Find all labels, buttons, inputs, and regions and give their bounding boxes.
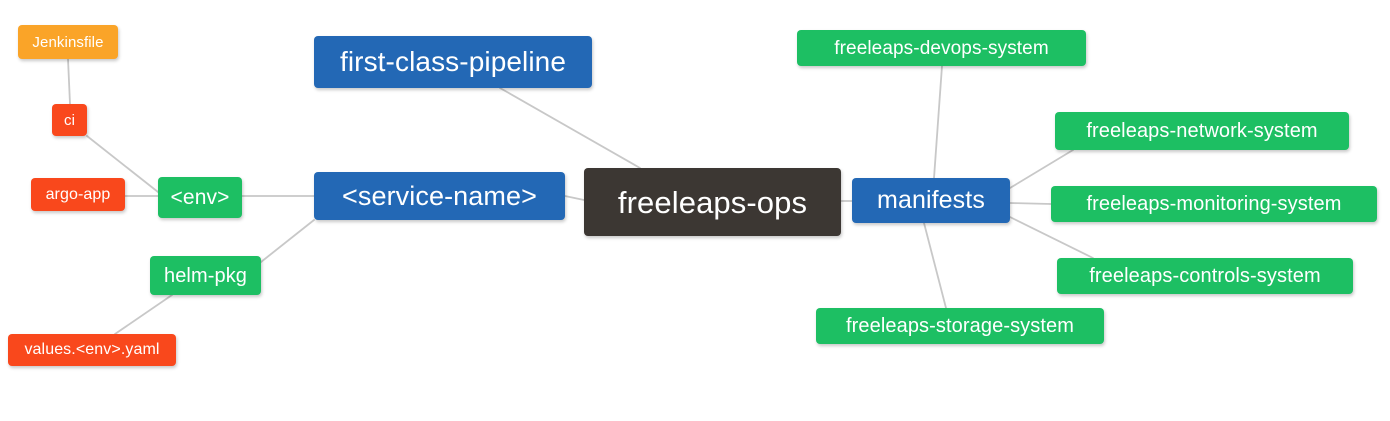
node-ci[interactable]: ci [52,104,87,136]
node-network-system[interactable]: freeleaps-network-system [1055,112,1349,150]
node-label-devops-system: freeleaps-devops-system [834,37,1049,59]
node-manifests[interactable]: manifests [852,178,1010,223]
node-label-jenkinsfile: Jenkinsfile [32,33,104,51]
edge-manifests-to-monitoring-system [1009,202,1052,205]
node-label-manifests: manifests [877,186,985,214]
edge-jenkinsfile-to-ci [67,58,71,105]
edge-service-name-to-freeleaps-ops [564,195,585,201]
node-label-monitoring-system: freeleaps-monitoring-system [1086,193,1342,215]
node-label-storage-system: freeleaps-storage-system [845,315,1075,337]
edge-manifests-to-storage-system [923,222,947,309]
node-jenkinsfile[interactable]: Jenkinsfile [18,25,118,59]
edge-manifests-to-controls-system [1009,216,1094,259]
node-label-ci: ci [63,111,76,129]
node-label-freeleaps-ops: freeleaps-ops [617,184,808,220]
node-label-helm-pkg: helm-pkg [163,264,248,287]
node-label-service-name: <service-name> [342,180,537,211]
node-label-values-yaml: values.<env>.yaml [24,341,160,358]
node-devops-system[interactable]: freeleaps-devops-system [797,30,1086,66]
edge-manifests-to-network-system [1009,149,1074,189]
node-service-name[interactable]: <service-name> [314,172,565,220]
node-label-first-class-pipeline: first-class-pipeline [339,46,567,77]
node-label-network-system: freeleaps-network-system [1086,120,1318,142]
node-env[interactable]: <env> [158,177,242,218]
node-monitoring-system[interactable]: freeleaps-monitoring-system [1051,186,1377,222]
node-freeleaps-ops[interactable]: freeleaps-ops [584,168,841,236]
node-label-controls-system: freeleaps-controls-system [1089,265,1321,287]
node-label-env: <env> [170,186,230,209]
node-values-yaml[interactable]: values.<env>.yaml [8,334,176,366]
node-first-class-pipeline[interactable]: first-class-pipeline [314,36,592,88]
node-helm-pkg[interactable]: helm-pkg [150,256,261,295]
node-controls-system[interactable]: freeleaps-controls-system [1057,258,1353,294]
edge-service-name-to-helm-pkg [260,219,315,263]
edge-manifests-to-devops-system [933,65,943,179]
node-label-argo-app: argo-app [45,185,111,203]
edge-helm-pkg-to-values-yaml [114,294,173,335]
node-argo-app[interactable]: argo-app [31,178,125,211]
edge-first-class-pipeline-to-freeleaps-ops [499,87,641,169]
node-storage-system[interactable]: freeleaps-storage-system [816,308,1104,344]
